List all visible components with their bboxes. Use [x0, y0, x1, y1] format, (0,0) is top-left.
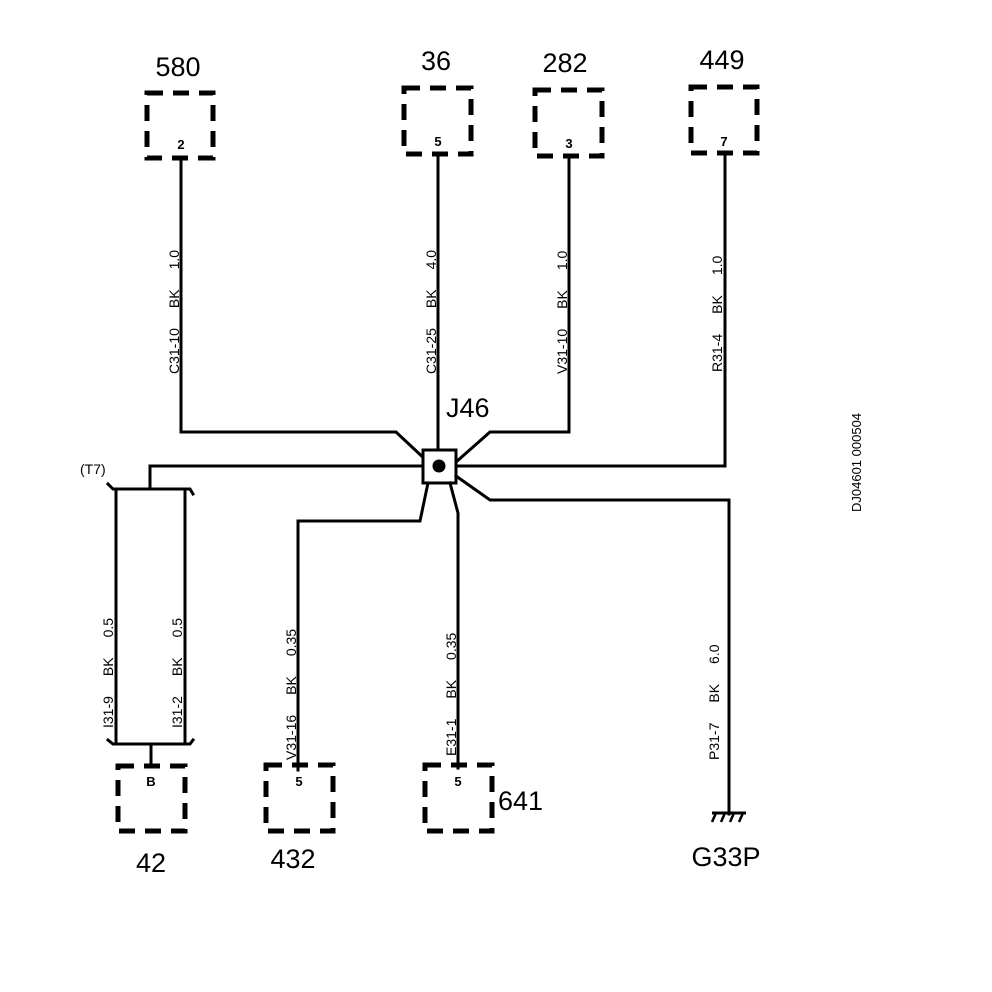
- wire-c31-10: [179, 156, 431, 465]
- connector-box: [422, 762, 495, 834]
- wire-e31-1: [448, 481, 460, 770]
- wire-label-c31-10: C31-10BK1.0: [166, 250, 182, 374]
- ground-g33p: G33P: [691, 811, 761, 872]
- ground-label: G33P: [691, 842, 760, 872]
- component-id: 449: [699, 45, 744, 75]
- wire-label-r31-4: R31-4BK1.0: [709, 255, 725, 372]
- wire-label-i31-2: I31-2BK0.5: [169, 618, 185, 728]
- component-id: 432: [270, 844, 315, 874]
- component-id: 36: [421, 46, 451, 76]
- pin-label: 7: [720, 134, 727, 149]
- wire-label-e31-1: E31-1BK0.35: [443, 632, 459, 756]
- wire-label-i31-9: I31-9BK0.5: [100, 618, 116, 728]
- component-282: 282 3: [532, 48, 605, 159]
- component-641: 5 641: [422, 762, 543, 834]
- component-36: 36 5: [401, 46, 474, 157]
- component-449: 449 7: [688, 45, 760, 156]
- wire-v31-10: [453, 154, 571, 465]
- pin-label: B: [146, 774, 155, 789]
- pin-label: 5: [454, 774, 461, 789]
- connector-box: [115, 763, 188, 834]
- pin-label: 5: [434, 134, 441, 149]
- splice-j46: J46: [421, 393, 490, 485]
- wire-label-v31-10: V31-10BK1.0: [554, 250, 570, 374]
- component-42: B 42: [115, 763, 188, 878]
- component-id: 580: [155, 52, 200, 82]
- component-id: 42: [136, 848, 166, 878]
- pin-label: 3: [565, 136, 572, 151]
- component-432: 5 432: [263, 762, 336, 874]
- component-580: 580 2: [144, 52, 216, 161]
- wire-label-p31-7: P31-7BK6.0: [706, 644, 722, 760]
- splice-dot: [432, 459, 446, 473]
- wire-r31-4: [454, 151, 727, 468]
- wire-p31-7: [453, 473, 731, 816]
- component-id: 282: [542, 48, 587, 78]
- component-id: 641: [498, 786, 543, 816]
- branch-bracket-top: [105, 481, 196, 497]
- wire-label-c31-25: C31-25BK4.0: [423, 250, 439, 374]
- pin-label: 5: [295, 774, 302, 789]
- branch-label: (T7): [80, 461, 106, 477]
- wire-label-v31-16: V31-16BK0.35: [283, 629, 299, 760]
- drawing-code: DJ04601 000504: [849, 413, 864, 512]
- wire-to-t7: [148, 464, 425, 490]
- wire-v31-16: [296, 481, 430, 772]
- pin-label: 2: [177, 137, 184, 152]
- splice-label: J46: [446, 393, 490, 423]
- connector-box: [263, 762, 336, 834]
